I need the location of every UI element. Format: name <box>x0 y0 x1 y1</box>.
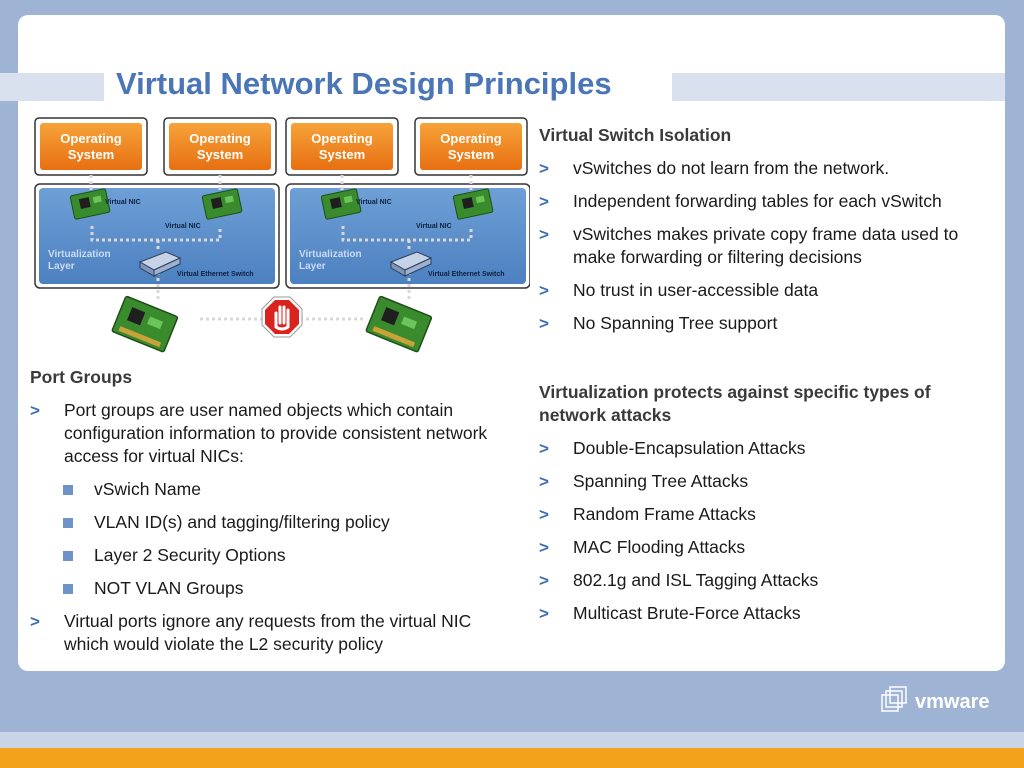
bullet-item: >No Spanning Tree support <box>539 313 778 333</box>
arrow-bullet-icon: > <box>539 159 549 178</box>
svg-text:Virtual NIC: Virtual NIC <box>416 223 452 230</box>
svg-text:System: System <box>319 147 365 162</box>
port-groups-section: Port Groups > Port groups are user named… <box>30 366 510 666</box>
arrow-bullet-icon: > <box>30 401 40 420</box>
os-box-4: Operating System <box>414 117 528 176</box>
bullet-item: >Double-Encapsulation Attacks <box>539 438 806 458</box>
square-bullet-icon <box>63 551 73 561</box>
arrow-bullet-icon: > <box>539 604 549 623</box>
svg-text:Virtual NIC: Virtual NIC <box>165 223 201 230</box>
arrow-bullet-icon: > <box>539 472 549 491</box>
attacks-heading: Virtualization protects against specific… <box>539 382 931 425</box>
arrow-bullet-icon: > <box>539 439 549 458</box>
bullet-item: >vSwitches makes private copy frame data… <box>539 224 959 267</box>
footer-orange-stripe <box>0 748 1024 768</box>
virtual-switch-icons <box>138 251 433 277</box>
svg-text:System: System <box>197 147 243 162</box>
arrow-bullet-icon: > <box>539 192 549 211</box>
svg-text:Virtual Ethernet Switch: Virtual Ethernet Switch <box>428 271 505 278</box>
arrow-bullet-icon: > <box>539 225 549 244</box>
physical-nic-icons <box>111 295 433 353</box>
svg-text:System: System <box>448 147 494 162</box>
bullet-item: >MAC Flooding Attacks <box>539 537 746 557</box>
svg-text:Layer: Layer <box>48 261 75 272</box>
sub-bullet-item: VLAN ID(s) and tagging/filtering policy <box>30 511 510 534</box>
stop-hand-icon <box>261 296 303 338</box>
arrow-bullet-icon: > <box>539 538 549 557</box>
vmware-logo: vmware <box>881 686 990 713</box>
arrow-bullet-icon: > <box>539 314 549 333</box>
virtual-switch-label: Virtual Ethernet Switch <box>177 271 254 278</box>
arrow-bullet-icon: > <box>539 281 549 300</box>
svg-text:Virtual NIC: Virtual NIC <box>356 199 392 206</box>
bullet-item: >Independent forwarding tables for each … <box>539 191 942 211</box>
square-bullet-icon <box>63 485 73 495</box>
square-bullet-icon <box>63 518 73 528</box>
square-bullet-icon <box>63 584 73 594</box>
svg-text:Layer: Layer <box>299 261 326 272</box>
switch-isolation-heading: Virtual Switch Isolation <box>539 125 732 145</box>
port-groups-heading: Port Groups <box>30 367 133 387</box>
switch-isolation-section: Virtual Switch Isolation >vSwitches do n… <box>539 124 994 345</box>
bullet-item: >Random Frame Attacks <box>539 504 756 524</box>
arrow-bullet-icon: > <box>539 505 549 524</box>
arrow-bullet-icon: > <box>30 612 40 631</box>
bullet-item: > Virtual ports ignore any requests from… <box>30 611 472 654</box>
footer-stripe <box>0 732 1024 748</box>
attacks-section: Virtualization protects against specific… <box>539 381 994 635</box>
os-box-2: Operating System <box>163 117 277 176</box>
os-box-1: Operating System <box>34 117 148 176</box>
bullet-item: > Port groups are user named objects whi… <box>30 400 488 466</box>
virtualization-layer-label: Virtualization <box>48 249 111 260</box>
bullet-item: >Multicast Brute-Force Attacks <box>539 603 801 623</box>
os-label-line2: System <box>68 147 114 162</box>
bullet-item: >802.1g and ISL Tagging Attacks <box>539 570 819 590</box>
svg-text:Virtualization: Virtualization <box>299 249 362 260</box>
virtual-nic-icons <box>69 188 494 220</box>
svg-text:Operating: Operating <box>311 131 372 146</box>
svg-text:Operating: Operating <box>440 131 501 146</box>
os-box-3: Operating System <box>285 117 399 176</box>
arrow-bullet-icon: > <box>539 571 549 590</box>
os-label-line1: Operating <box>60 131 121 146</box>
sub-bullet-item: vSwich Name <box>30 478 510 501</box>
bullet-item: >Spanning Tree Attacks <box>539 471 749 491</box>
bullet-item: >vSwitches do not learn from the network… <box>539 158 890 178</box>
vmware-logo-text: vmware <box>915 691 990 713</box>
sub-bullet-item: Layer 2 Security Options <box>30 544 510 567</box>
svg-text:Operating: Operating <box>189 131 250 146</box>
virtual-nic-label: Virtual NIC <box>105 199 141 206</box>
network-diagram: Operating System Operating System Operat… <box>34 117 530 353</box>
slide-title: Virtual Network Design Principles <box>116 66 612 101</box>
bullet-item: >No trust in user-accessible data <box>539 280 819 300</box>
sub-bullet-item: NOT VLAN Groups <box>30 577 510 600</box>
